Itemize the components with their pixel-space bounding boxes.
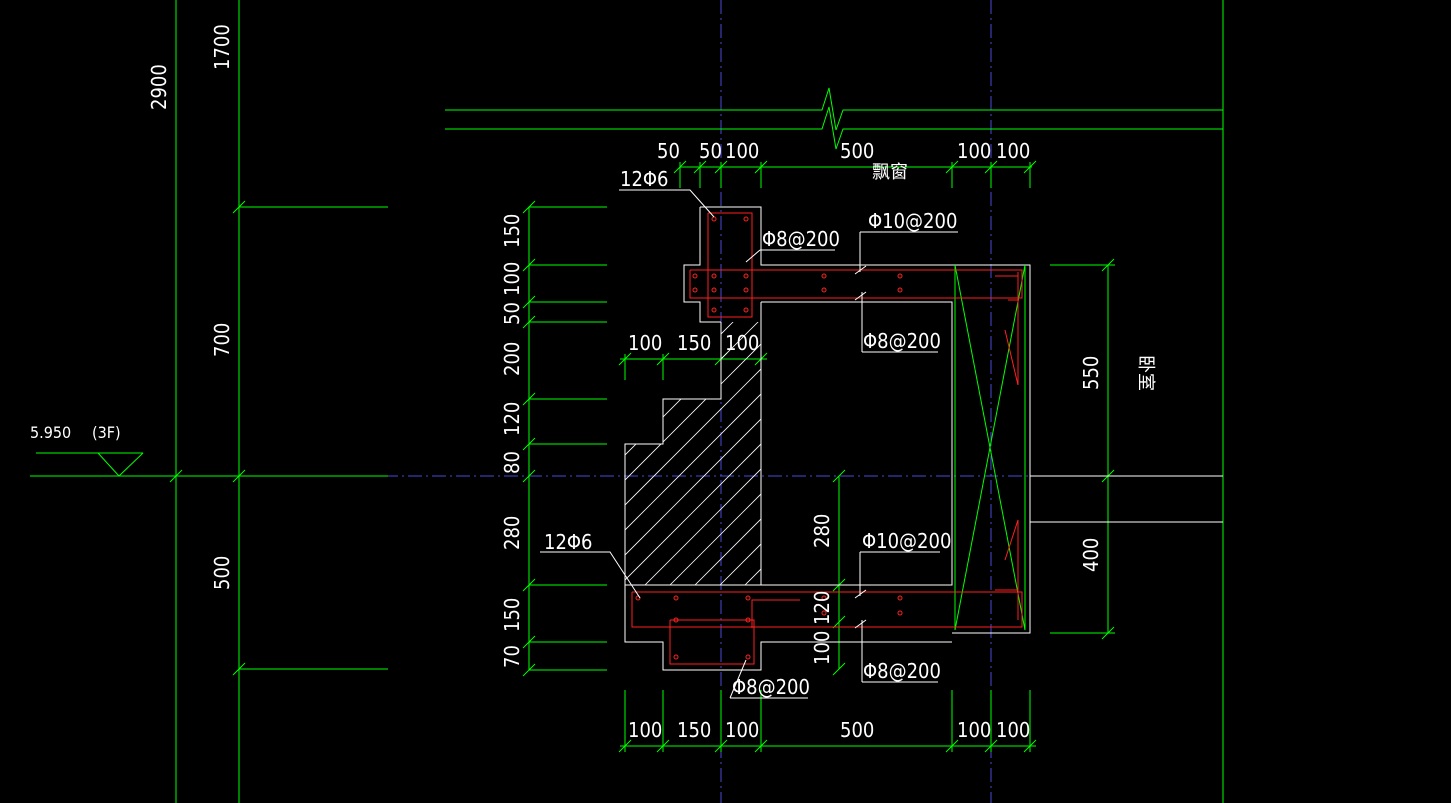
dim-100-text: 100 [500, 262, 524, 296]
dim-700-text: 700 [210, 323, 234, 357]
dim-150-bottom-text: 150 [500, 598, 524, 632]
mid-dim-100-text: 100 [628, 331, 662, 355]
dim-1700-text: 1700 [210, 24, 234, 70]
dim-150-top-text: 150 [500, 214, 524, 248]
rebar-label-bottom-slab-lower: Φ8@200 [863, 659, 941, 683]
right-dim-400-text: 400 [1079, 538, 1103, 572]
top-dim-500-text: 500 [840, 139, 874, 163]
dim-200-text: 200 [500, 342, 524, 376]
wall-hatch [625, 322, 761, 585]
mid-dim-100b-text: 100 [725, 331, 759, 355]
dim-2900-text: 2900 [147, 64, 171, 110]
elevation-marker [36, 452, 144, 477]
bottom-dim-100c-text: 100 [957, 718, 991, 742]
rebar-label-top-slab-lower: Φ8@200 [863, 329, 941, 353]
inner-dim-280-text: 280 [810, 514, 834, 548]
bottom-dim-500-text: 500 [840, 718, 874, 742]
bottom-dim-100d-text: 100 [996, 718, 1030, 742]
dim-120-text: 120 [500, 402, 524, 436]
mid-dim-150-text: 150 [677, 331, 711, 355]
inner-dim-120-text: 120 [810, 591, 834, 625]
dim-70-text: 70 [500, 645, 524, 668]
room-label-bedroom: 卧室 [1135, 355, 1156, 391]
top-dim-50b-text: 50 [699, 139, 722, 163]
window-frame [954, 264, 1026, 631]
bottom-dim-100b-text: 100 [725, 718, 759, 742]
right-dim-550-text: 550 [1079, 356, 1103, 390]
rebar-label-bottom-main: 12Φ6 [544, 530, 593, 554]
concrete-section-outline [624, 206, 1223, 671]
dim-50-text: 50 [500, 302, 524, 325]
top-dim-50a-text: 50 [657, 139, 680, 163]
rebar-label-bottom-stirrup: Φ8@200 [732, 675, 810, 699]
top-dim-100b-text: 100 [957, 139, 991, 163]
top-dim-100a-text: 100 [725, 139, 759, 163]
elevation-floor-text: (3F) [92, 423, 121, 442]
rebar-bottom-beam [631, 519, 1023, 665]
dim-280-text: 280 [500, 516, 524, 550]
bottom-dim-100a-text: 100 [628, 718, 662, 742]
rebar-label-bottom-slab-upper: Φ10@200 [862, 529, 951, 553]
dim-500-text: 500 [210, 556, 234, 590]
dim-80-text: 80 [500, 451, 524, 474]
rebar-top-beam [689, 212, 1023, 386]
bottom-dim-chain [618, 690, 1037, 753]
left-storey-ticks [30, 200, 388, 676]
right-dim-chain [1050, 258, 1115, 640]
section-dim-chain [522, 200, 607, 677]
mid-dim-chain [618, 352, 768, 380]
inner-dim-chain [832, 469, 846, 676]
top-slab-break-lines [445, 87, 1223, 150]
bottom-dim-150-text: 150 [677, 718, 711, 742]
rebar-label-top-main: 12Φ6 [620, 167, 669, 191]
elevation-level-text: 5.950 [30, 423, 71, 442]
inner-dim-100-text: 100 [810, 631, 834, 665]
rebar-label-top-stirrup: Φ8@200 [762, 227, 840, 251]
top-dim-100c-text: 100 [996, 139, 1030, 163]
room-label-bay-window: 飘窗 [872, 162, 908, 183]
leader-lines [540, 189, 958, 699]
rebar-label-top-slab-upper: Φ10@200 [868, 209, 957, 233]
top-dim-chain [673, 160, 1037, 188]
